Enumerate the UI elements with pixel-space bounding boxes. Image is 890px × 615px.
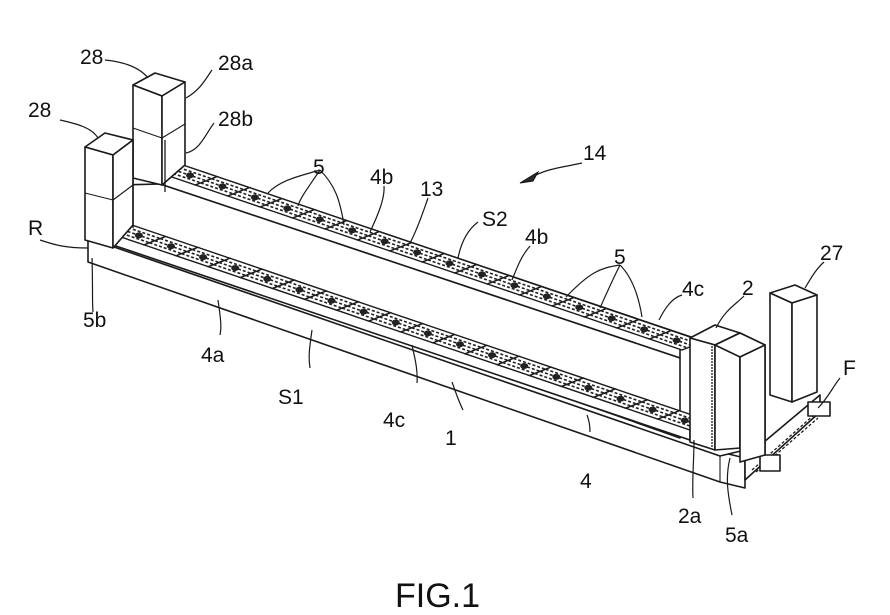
label-4c-lower: 4c bbox=[383, 409, 405, 432]
label-S2: S2 bbox=[482, 208, 508, 231]
label-5b: 5b bbox=[83, 309, 106, 332]
column-2 bbox=[690, 325, 765, 462]
label-4a: 4a bbox=[201, 344, 225, 367]
label-4: 4 bbox=[580, 470, 592, 493]
label-1: 1 bbox=[445, 427, 457, 450]
label-5-upper-right: 5 bbox=[614, 246, 626, 269]
label-2: 2 bbox=[742, 277, 754, 300]
label-28-rear: 28 bbox=[80, 46, 103, 69]
column-27 bbox=[770, 285, 817, 402]
label-13: 13 bbox=[420, 178, 443, 201]
label-R: R bbox=[28, 217, 43, 240]
connector-block-lower bbox=[760, 455, 780, 471]
label-2a: 2a bbox=[678, 505, 702, 528]
label-5-upper-left: 5 bbox=[313, 156, 325, 179]
label-4b-left: 4b bbox=[370, 166, 393, 189]
column-28-front bbox=[85, 133, 133, 248]
label-28b: 28b bbox=[218, 108, 253, 131]
label-4c-upper: 4c bbox=[682, 278, 704, 301]
label-5a: 5a bbox=[725, 524, 749, 547]
label-4b-right: 4b bbox=[525, 226, 548, 249]
connector-block-F bbox=[808, 402, 830, 416]
label-27: 27 bbox=[820, 242, 843, 265]
label-S1: S1 bbox=[278, 386, 304, 409]
figure-caption: FIG.1 bbox=[395, 577, 480, 615]
label-28a: 28a bbox=[218, 52, 253, 75]
label-F: F bbox=[843, 357, 856, 380]
label-14: 14 bbox=[583, 142, 607, 165]
label-28-front: 28 bbox=[28, 99, 51, 122]
